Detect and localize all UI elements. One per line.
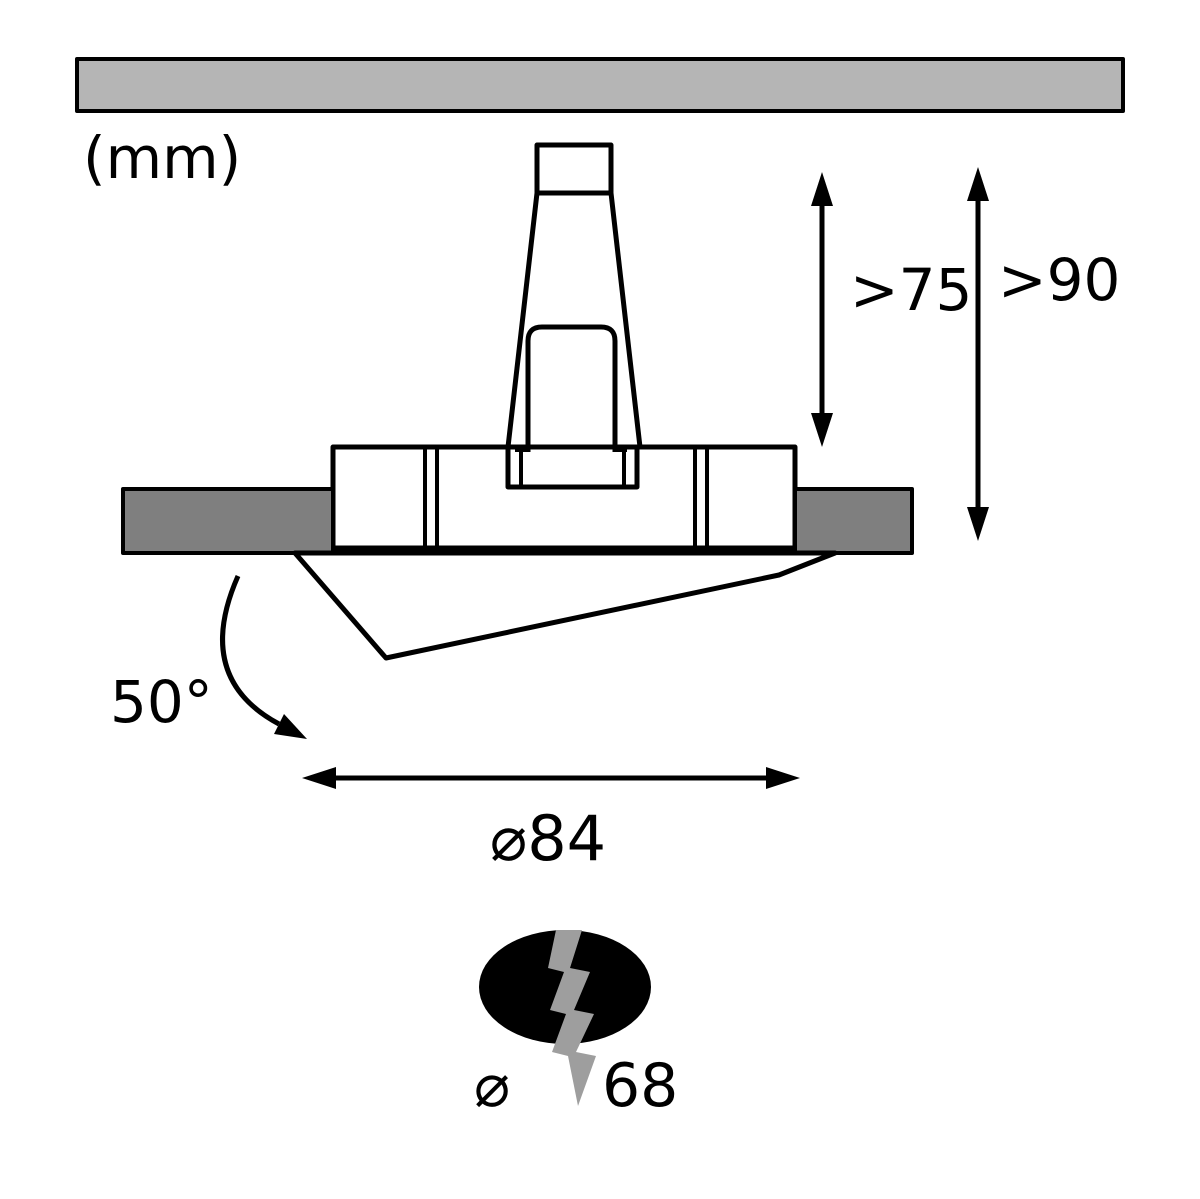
dim-75-arrow-up-icon [811, 172, 833, 206]
dim-90-arrow-up-icon [967, 167, 989, 201]
cutout-dia-value: 68 [602, 1051, 678, 1121]
trim-face [292, 550, 838, 661]
dim-75-arrow-down-icon [811, 413, 833, 447]
dim-90-label: >90 [998, 246, 1120, 314]
lightning-bolt-icon [548, 930, 596, 1106]
tilt-angle-label: 50° [110, 668, 213, 736]
dia84-arrow-right-icon [766, 767, 800, 789]
housing-divider-left [423, 445, 439, 550]
tilt-arrowhead-icon [274, 714, 307, 739]
ceiling-panel [75, 57, 1125, 113]
cutout-dia-symbol: ⌀ [474, 1051, 510, 1121]
unit-label: (mm) [83, 124, 241, 192]
cable-neck [534, 142, 614, 196]
connector-inner-outline [525, 324, 618, 452]
tilt-arc [220, 574, 281, 727]
dim-90-arrow-down-icon [967, 507, 989, 541]
flange-right [793, 487, 914, 555]
dia84-arrow-left-icon [302, 767, 336, 789]
flange-left [121, 487, 335, 555]
mount-block [505, 444, 640, 490]
dia84-label: ⌀84 [490, 802, 606, 875]
dim-75-label: >75 [850, 256, 972, 324]
housing-divider-right [693, 445, 709, 550]
